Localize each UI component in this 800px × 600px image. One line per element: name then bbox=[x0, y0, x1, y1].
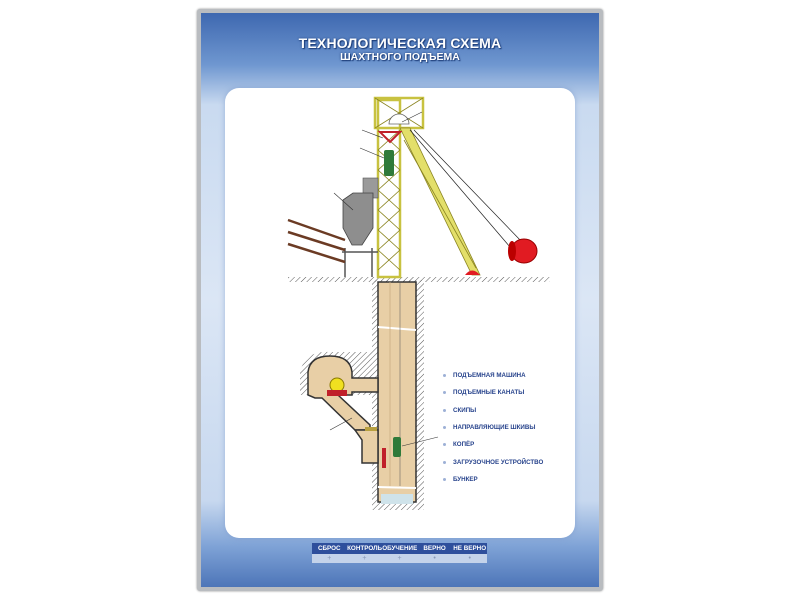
headframe bbox=[373, 96, 481, 279]
bunker bbox=[342, 177, 379, 277]
indicator-led: + bbox=[312, 554, 347, 563]
legend-label: КОПЁР bbox=[453, 441, 475, 449]
indicator-led: • bbox=[452, 554, 487, 563]
legend-item-hoist-machine[interactable]: ПОДЪЕМНАЯ МАШИНА bbox=[443, 367, 543, 384]
shaft-hoist-diagram bbox=[287, 96, 550, 510]
shaft bbox=[377, 281, 417, 503]
poster-title: ТЕХНОЛОГИЧЕСКАЯ СХЕМА bbox=[298, 35, 502, 51]
skip-lower bbox=[393, 437, 401, 457]
legend-label: СКИПЫ bbox=[453, 406, 477, 414]
underground-hoist-drum bbox=[329, 377, 345, 393]
control-buttons: СБРОС+ КОНТРОЛЬ+ ОБУЧЕНИЕ+ ВЕРНО• НЕ ВЕР… bbox=[312, 543, 487, 563]
button-label: ВЕРНО bbox=[417, 543, 452, 554]
indicator-led: + bbox=[347, 554, 382, 563]
legend-item-guide-sheaves[interactable]: НАПРАВЛЯЮЩИЕ ШКИВЫ bbox=[443, 419, 543, 436]
guide-sheave bbox=[388, 113, 410, 125]
legend-label: ПОДЪЕМНАЯ МАШИНА bbox=[453, 372, 526, 380]
bullet-icon bbox=[443, 374, 446, 378]
reset-button[interactable]: СБРОС+ bbox=[312, 543, 347, 563]
hoist-base bbox=[327, 390, 347, 396]
poster-subtitle: ШАХТНОГО ПОДЪЕМА bbox=[340, 51, 460, 63]
legend-label: БУНКЕР bbox=[453, 475, 478, 483]
loading-chamber bbox=[353, 429, 379, 464]
hoist-rope bbox=[413, 129, 523, 243]
legend-item-loading-device[interactable]: ЗАГРУЗОЧНОЕ УСТРОЙСТВО bbox=[443, 453, 543, 470]
button-label[interactable]: КОНТРОЛЬ bbox=[347, 543, 383, 554]
skip-upper bbox=[384, 150, 394, 176]
bullet-icon bbox=[443, 477, 446, 481]
indicator-led: + bbox=[382, 554, 417, 563]
poster: ТЕХНОЛОГИЧЕСКАЯ СХЕМА ШАХТНОГО ПОДЪЕМА bbox=[201, 13, 599, 587]
indicator-led: • bbox=[417, 554, 452, 563]
bullet-icon bbox=[443, 460, 446, 464]
bullet-icon bbox=[443, 391, 446, 395]
bullet-icon bbox=[443, 426, 446, 430]
legend-label: НАПРАВЛЯЮЩИЕ ШКИВЫ bbox=[453, 424, 536, 432]
control-button[interactable]: КОНТРОЛЬ+ bbox=[347, 543, 382, 563]
legend-item-headframe[interactable]: КОПЁР bbox=[443, 436, 543, 453]
button-label[interactable]: ОБУЧЕНИЕ bbox=[382, 543, 418, 554]
legend-label: ЗАГРУЗОЧНОЕ УСТРОЙСТВО bbox=[453, 458, 544, 466]
button-label[interactable]: СБРОС bbox=[312, 543, 347, 554]
hoist-rope bbox=[409, 129, 511, 248]
ground-surface bbox=[288, 277, 550, 282]
button-label: НЕ ВЕРНО bbox=[452, 543, 487, 554]
legend-label: ПОДЪЕМНЫЕ КАНАТЫ bbox=[453, 389, 525, 397]
training-button[interactable]: ОБУЧЕНИЕ+ bbox=[382, 543, 417, 563]
correct-indicator: ВЕРНО• bbox=[417, 543, 452, 563]
sheave-frame bbox=[377, 131, 403, 144]
incorrect-indicator: НЕ ВЕРНО• bbox=[452, 543, 487, 563]
bullet-icon bbox=[443, 443, 446, 447]
sump-water bbox=[381, 494, 413, 504]
legend-list: ПОДЪЕМНАЯ МАШИНА ПОДЪЕМНЫЕ КАНАТЫ СКИПЫ … bbox=[443, 367, 543, 488]
legend-item-bunker[interactable]: БУНКЕР bbox=[443, 471, 543, 488]
loading-device bbox=[382, 448, 386, 468]
bullet-icon bbox=[443, 408, 446, 412]
legend-item-skips[interactable]: СКИПЫ bbox=[443, 402, 543, 419]
legend-item-hoist-ropes[interactable]: ПОДЪЕМНЫЕ КАНАТЫ bbox=[443, 384, 543, 401]
conveyors bbox=[287, 218, 346, 264]
